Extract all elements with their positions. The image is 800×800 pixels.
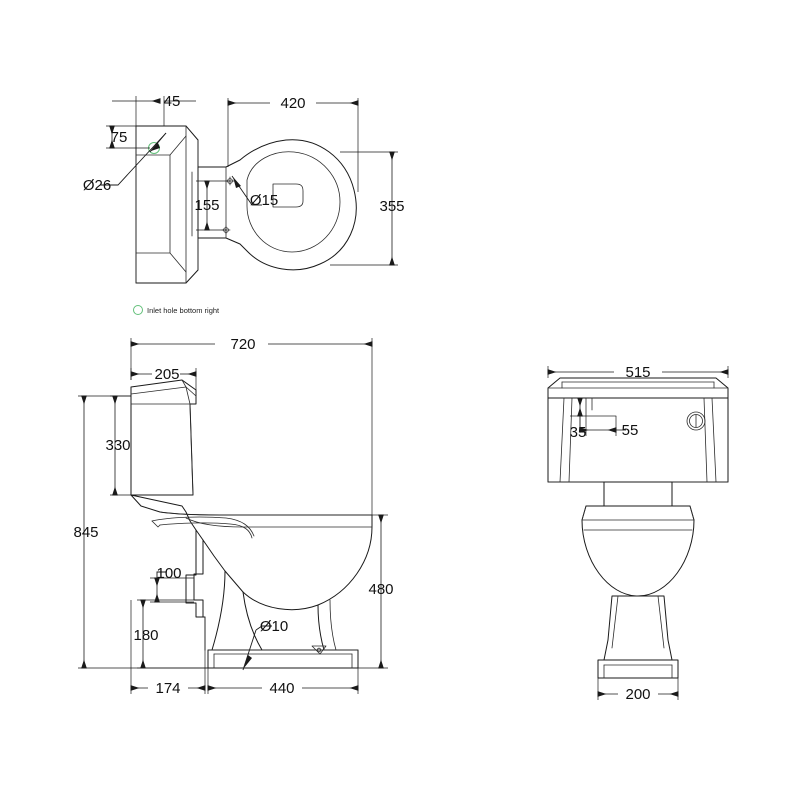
dimension-420: 420	[227, 95, 359, 192]
legend-inlet-hole-icon	[133, 305, 143, 315]
side-view-group: 720 205 330 845	[73, 336, 393, 697]
dimension-45: 45	[112, 93, 196, 126]
dimension-155: 155	[194, 180, 230, 231]
dimension-55-label: 55	[622, 422, 639, 439]
side-view-cistern	[130, 379, 197, 496]
dimension-diameter-10: Ø10	[242, 618, 288, 671]
dimension-515-label: 515	[625, 364, 650, 381]
dimension-diameter-26: Ø26	[83, 132, 167, 194]
dimension-440-label: 440	[269, 680, 294, 697]
dimension-355-label: 355	[379, 198, 404, 215]
side-view-bowl	[130, 494, 373, 611]
side-view-pedestal	[185, 529, 337, 651]
dimension-75-label: 75	[111, 129, 128, 146]
dimension-205: 205	[130, 366, 197, 390]
top-view-cistern	[135, 125, 199, 284]
dimension-200-label: 200	[625, 686, 650, 703]
dimension-205-label: 205	[154, 366, 179, 383]
fixing-centre-marks	[221, 176, 235, 235]
flush-lever-icon	[686, 411, 706, 431]
dimension-845-label: 845	[73, 524, 98, 541]
dimension-330-label: 330	[105, 437, 130, 454]
dimension-75: 75	[106, 125, 150, 149]
dimension-100: 100	[150, 565, 194, 603]
dimension-174-label: 174	[155, 680, 180, 697]
dimension-diameter-10-label: Ø10	[260, 618, 288, 635]
dimension-55: 55	[579, 416, 639, 439]
front-view-bowl	[581, 505, 695, 597]
dimension-174: 174	[130, 600, 206, 697]
dimension-720-label: 720	[230, 336, 255, 353]
dimension-155-label: 155	[194, 197, 219, 214]
dimension-180: 180	[133, 599, 208, 669]
dimension-35-label: 35	[570, 424, 587, 441]
dimension-45-label: 45	[164, 93, 181, 110]
dimension-330: 330	[105, 395, 131, 496]
dimension-480: 480	[358, 514, 394, 669]
dimension-440: 440	[207, 668, 359, 697]
dimension-355: 355	[330, 151, 405, 266]
front-view-connector	[603, 481, 673, 507]
front-view-cistern-lid	[547, 377, 729, 399]
dimension-180-label: 180	[133, 627, 158, 644]
dimension-515: 515	[547, 364, 729, 381]
dimension-diameter-15: Ø15	[231, 175, 278, 209]
dimension-200: 200	[597, 678, 679, 703]
front-view-pedestal	[603, 595, 673, 661]
legend-label: Inlet hole bottom right	[147, 306, 220, 315]
dimension-480-label: 480	[368, 581, 393, 598]
dimension-420-label: 420	[280, 95, 305, 112]
dimension-100-label: 100	[156, 565, 181, 582]
dimension-720: 720	[130, 336, 373, 515]
front-view-base	[597, 659, 679, 679]
dimension-diameter-15-label: Ø15	[250, 192, 278, 209]
top-view-group: 45 75 Ø26 420	[83, 93, 405, 284]
legend: Inlet hole bottom right	[133, 305, 220, 315]
front-view-group: 515 35 55	[547, 364, 729, 703]
dimension-diameter-26-label: Ø26	[83, 177, 111, 194]
